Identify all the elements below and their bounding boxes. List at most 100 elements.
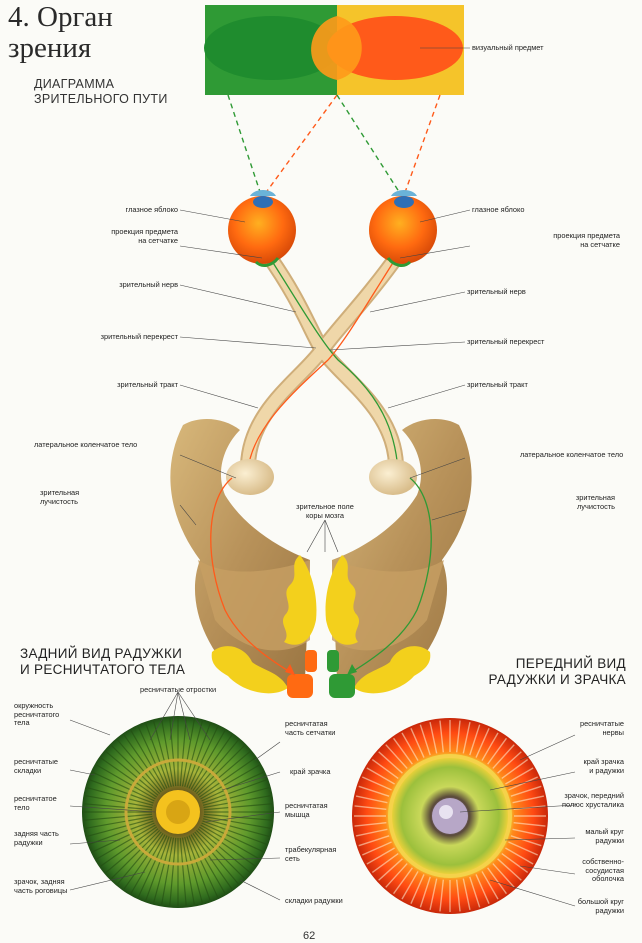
- label-trabecular-1: трабекулярная: [285, 845, 337, 854]
- iris-spoke: [429, 878, 438, 911]
- iris-spoke: [481, 871, 499, 900]
- iris-spoke: [462, 721, 471, 754]
- section-back-line-2: И РЕСНИЧТАТОГО ТЕЛА: [20, 662, 186, 677]
- label-lens-pole: зрачок, передний полюс хрусталика: [540, 791, 624, 809]
- leader-lines: [69, 47, 576, 907]
- iris-spoke: [487, 867, 507, 895]
- iris-spoke: [179, 718, 187, 787]
- iris-spoke: [358, 785, 390, 797]
- iris-spoke: [85, 795, 153, 809]
- label-cortex-2: коры мозга: [305, 510, 345, 520]
- iris-spoke: [378, 751, 403, 774]
- iris-spoke: [161, 837, 175, 905]
- iris-spoke: [92, 822, 155, 853]
- label-pupil-cornea-1: зрачок, задняя: [14, 877, 65, 886]
- section-front-line-1: ПЕРЕДНИЙ ВИД: [515, 656, 626, 671]
- iris-spoke: [200, 764, 260, 800]
- visual-object: [204, 5, 464, 95]
- label-minor-circle-2: радужки: [595, 835, 624, 845]
- subtitle-line-2: ЗРИТЕЛЬНОГО ПУТИ: [34, 92, 168, 106]
- label-tract-right: зрительный тракт: [467, 380, 528, 389]
- section-title-front: ПЕРЕДНИЙ ВИД РАДУЖКИ И ЗРАЧКА: [430, 656, 626, 688]
- label-ciliary-processes: ресничтатые отростки: [140, 685, 217, 694]
- iris-spoke: [194, 831, 239, 885]
- iris-spoke: [501, 853, 529, 873]
- iris-spoke: [508, 776, 538, 791]
- iris-spoke: [355, 828, 388, 837]
- iris-spoke: [202, 820, 267, 845]
- iris-spoke: [462, 878, 471, 911]
- iris-spoke: [123, 832, 164, 890]
- label-iris-back-1: задняя часть: [14, 829, 59, 838]
- iris-spoke: [439, 720, 445, 753]
- label-ciliary-body: ресничтатое тело: [14, 794, 57, 812]
- iris-spoke: [354, 805, 387, 811]
- label-ciliary-nerves: ресничтатые нервы: [540, 719, 624, 737]
- optic-pathway: [240, 247, 406, 473]
- iris-spoke: [455, 879, 461, 912]
- iris-spoke: [393, 867, 413, 895]
- iris-spoke: [439, 879, 445, 912]
- iris-spoke: [169, 718, 177, 787]
- label-ciliary-body-1: ресничтатое: [14, 794, 57, 803]
- iris-spoke: [366, 847, 395, 865]
- iris-spoke: [203, 795, 271, 809]
- label-ciliary-muscle-2: мышца: [285, 809, 310, 819]
- label-retina-ciliary-2: часть сетчатки: [285, 727, 336, 737]
- label-projection-left: проекция предмета на сетчатке: [80, 227, 178, 245]
- label-chiasm-right: зрительный перекрест: [467, 337, 545, 346]
- label-optic-nerve-left: зрительный нерв: [119, 280, 178, 289]
- iris-spoke: [137, 726, 168, 789]
- iris-spoke: [105, 828, 159, 873]
- iris-spoke: [362, 776, 392, 791]
- iris-spoke: [194, 739, 239, 793]
- label-retina-ciliary: ресничтатая часть сетчатки: [285, 719, 336, 737]
- iris-spoke: [100, 826, 158, 867]
- iris-spoke: [203, 813, 272, 821]
- iris-spoke: [362, 841, 392, 856]
- iris-spoke: [186, 836, 211, 901]
- label-projection-left-1: проекция предмета: [111, 227, 178, 236]
- label-minor-circle-1: малый круг: [585, 827, 624, 836]
- iris-spoke: [410, 728, 425, 758]
- iris-spoke: [87, 818, 154, 837]
- label-radiation-left-2: лучистость: [40, 496, 79, 506]
- iris-spoke: [89, 820, 154, 845]
- iris-spoke: [200, 824, 260, 860]
- title-line-2: зрения: [8, 32, 92, 64]
- iris-spoke: [192, 734, 233, 792]
- iris-spoke: [153, 721, 172, 788]
- iris-spoke: [203, 815, 271, 829]
- label-pupil-iris-edge: край зрачка и радужки: [540, 757, 624, 775]
- iris-spoke: [195, 745, 245, 795]
- label-vascular-3: оболочка: [592, 874, 624, 884]
- radiation-paths: [210, 477, 432, 676]
- iris-spoke: [401, 732, 419, 761]
- iris-spoke: [117, 739, 162, 793]
- label-cortex: зрительное поле коры мозга: [280, 502, 370, 520]
- iris-spoke: [505, 847, 534, 865]
- label-iris-folds: складки радужки: [285, 896, 343, 905]
- iris-spoke: [100, 757, 158, 798]
- iris-spoke: [202, 779, 267, 804]
- label-ciliary-muscle: ресничтатая мышца: [285, 801, 328, 819]
- iris-spoke: [201, 822, 264, 853]
- iris-spoke: [371, 853, 399, 873]
- label-radiation-left: зрительная лучистость: [40, 488, 79, 506]
- iris-spoke: [197, 828, 251, 873]
- iris-spoke: [512, 795, 545, 804]
- iris-spoke: [203, 803, 272, 811]
- iris-spoke: [130, 730, 166, 790]
- section-back-line-1: ЗАДНИЙ ВИД РАДУЖКИ: [20, 646, 183, 661]
- subtitle-line-1: ДИАГРАММА: [34, 77, 115, 91]
- iris-spoke: [497, 751, 522, 774]
- iris-spoke: [492, 863, 515, 888]
- section-title-back: ЗАДНИЙ ВИД РАДУЖКИ И РЕСНИЧТАТОГО ТЕЛА: [20, 646, 185, 678]
- iris-spoke: [188, 726, 219, 789]
- label-iris-back: задняя часть радужки: [14, 829, 59, 847]
- iris-spoke: [117, 831, 162, 885]
- label-radiation-right: зрительная лучистость: [540, 493, 615, 511]
- iris-spoke: [481, 732, 499, 761]
- label-lens-pole-1: зрачок, передний: [564, 791, 624, 800]
- iris-spoke: [497, 858, 522, 881]
